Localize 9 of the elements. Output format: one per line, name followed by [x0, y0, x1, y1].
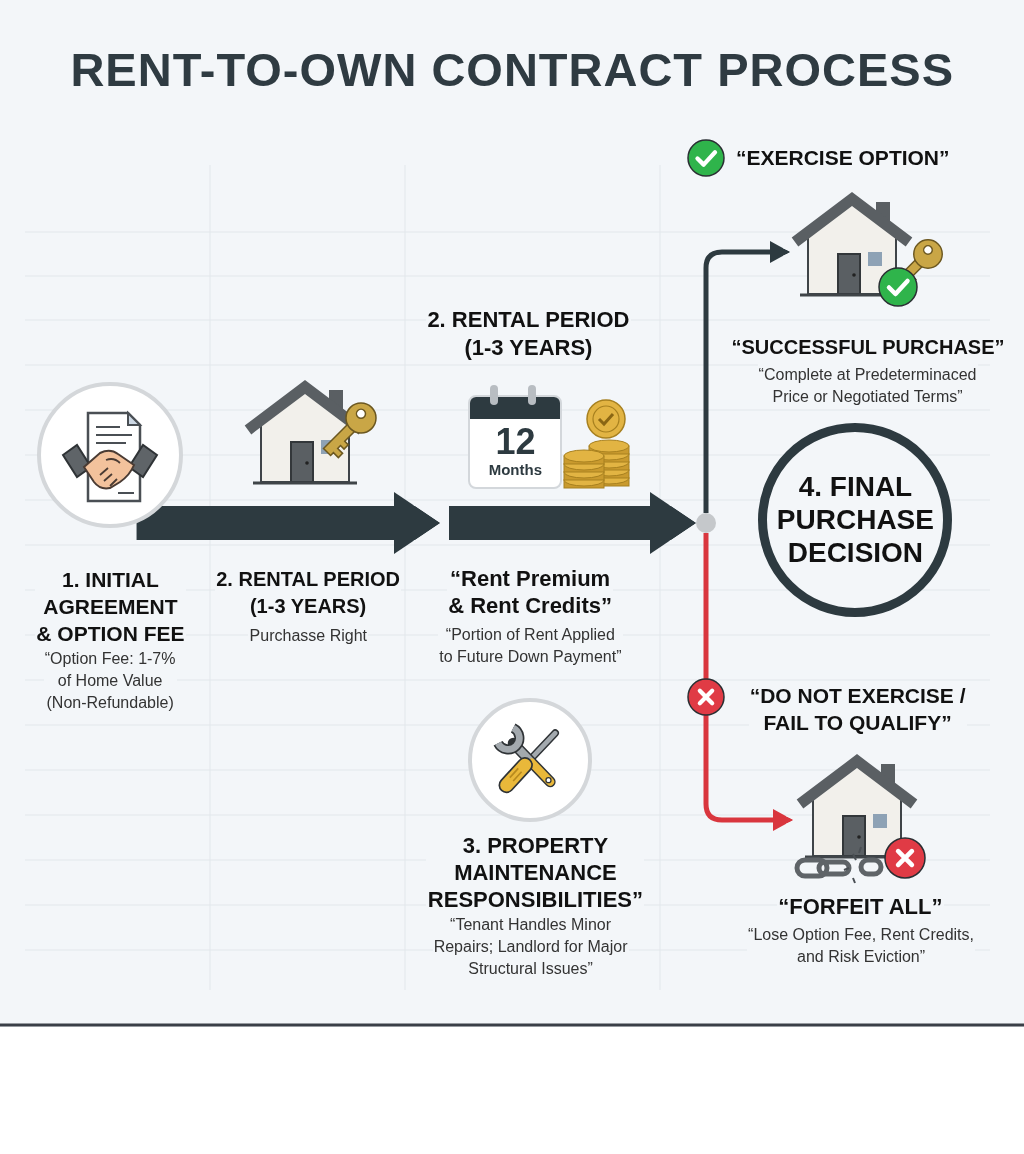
timeline-arrow — [136, 492, 440, 554]
branch-arrow — [703, 241, 790, 513]
outcome-description: “Complete at Predeterminaced Price or Negotiated Terms” — [757, 364, 978, 408]
decision-title: 4. FINAL PURCHASE DECISION — [775, 470, 935, 569]
calendar-number: 12 — [494, 422, 537, 462]
calendar-label: Months — [487, 461, 543, 479]
branch-arrow — [703, 533, 793, 831]
junction-dot — [696, 513, 716, 533]
timeline-arrow — [449, 492, 696, 554]
